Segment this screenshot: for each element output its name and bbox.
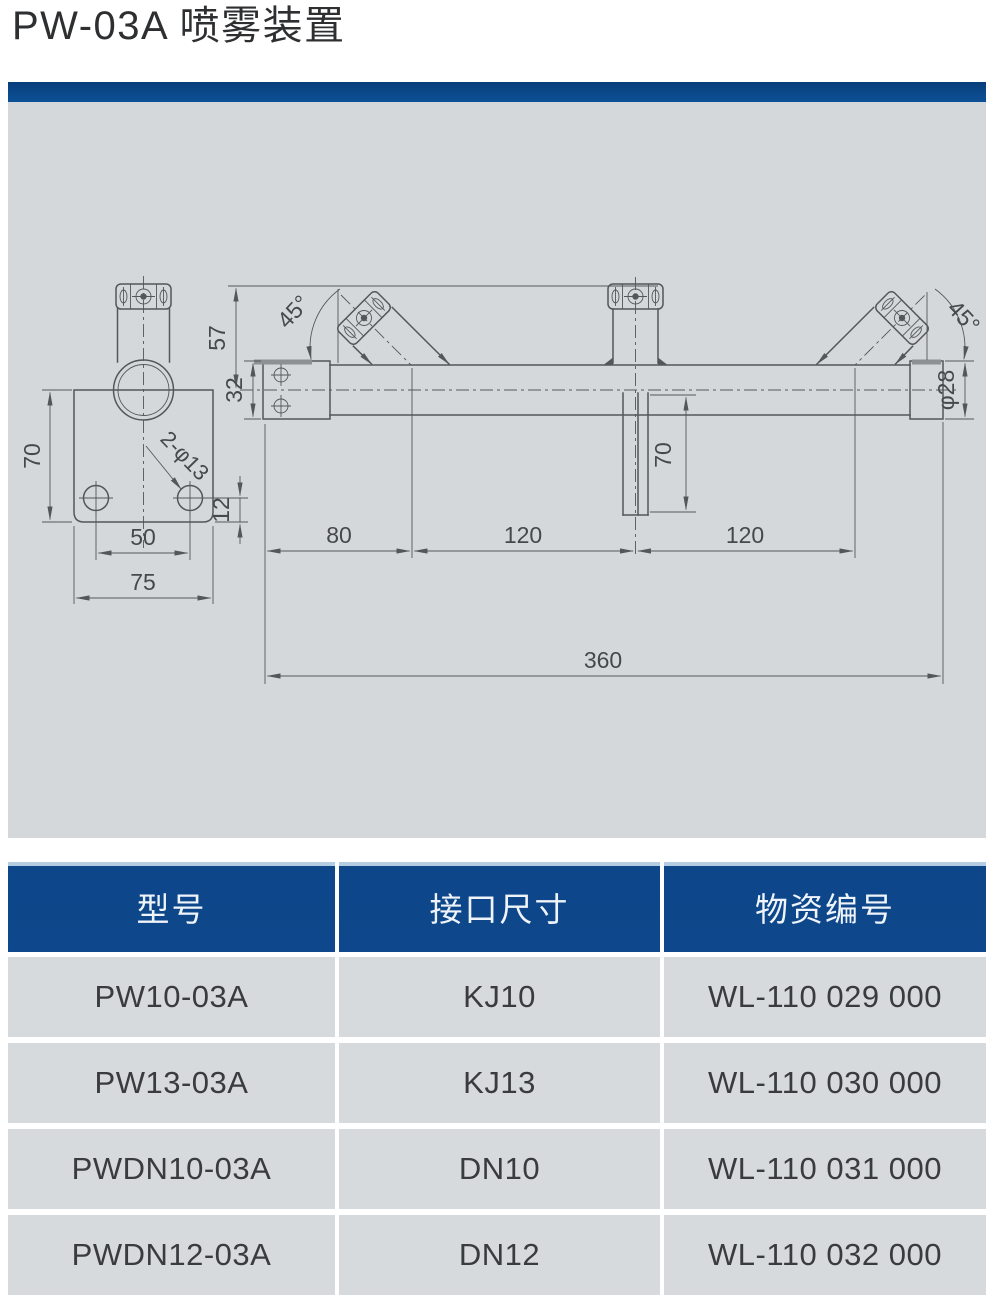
dim-span-total: 360 xyxy=(584,647,622,673)
table-row: PWDN10-03A DN10 WL-110 031 000 xyxy=(8,1129,986,1209)
drawing-panel: 2-φ13 70 50 75 12 xyxy=(8,102,986,838)
dim-angle-left: 45° xyxy=(272,290,315,333)
material-number-cell: WL-110 031 000 xyxy=(664,1129,986,1209)
nozzle-holder-right: 45° xyxy=(815,288,985,366)
bottom-dimensions: 80 120 120 360 xyxy=(264,368,944,684)
dim-drop-length: 70 xyxy=(650,442,676,468)
interface-cell: KJ13 xyxy=(339,1043,660,1123)
table-row: PW10-03A KJ10 WL-110 029 000 xyxy=(8,957,986,1037)
dim-hole-pitch: 50 xyxy=(130,524,156,550)
dim-end-width: 32 xyxy=(221,377,247,403)
dim-bracket-height: 57 xyxy=(204,325,230,351)
side-view: 57 32 xyxy=(204,277,985,684)
nozzle-holder-left: 45° xyxy=(272,288,451,366)
material-number-cell: WL-110 029 000 xyxy=(664,957,986,1037)
technical-drawing: 2-φ13 70 50 75 12 xyxy=(19,276,985,684)
model-cell: PW13-03A xyxy=(8,1043,335,1123)
interface-cell: KJ10 xyxy=(339,957,660,1037)
interface-cell: DN10 xyxy=(339,1129,660,1209)
table-header-row: 型号 接口尺寸 物资编号 xyxy=(8,862,986,952)
model-cell: PWDN10-03A xyxy=(8,1129,335,1209)
material-number-cell: WL-110 032 000 xyxy=(664,1215,986,1295)
accent-bar xyxy=(8,82,986,102)
dim-pipe-dia: φ28 xyxy=(933,370,959,411)
dim-span-b: 120 xyxy=(504,522,542,548)
model-cell: PW10-03A xyxy=(8,957,335,1037)
dim-plate-height: 70 xyxy=(19,443,45,469)
table-row: PWDN12-03A DN12 WL-110 032 000 xyxy=(8,1215,986,1295)
header-model: 型号 xyxy=(8,862,335,952)
dim-span-c: 120 xyxy=(726,522,764,548)
model-cell: PWDN12-03A xyxy=(8,1215,335,1295)
dim-span-a: 80 xyxy=(326,522,352,548)
interface-cell: DN12 xyxy=(339,1215,660,1295)
dim-edge-offset: 12 xyxy=(208,497,234,523)
dim-plate-width: 75 xyxy=(130,569,156,595)
material-number-cell: WL-110 030 000 xyxy=(664,1043,986,1123)
header-interface-size: 接口尺寸 xyxy=(339,862,660,952)
page-title: PW-03A 喷雾装置 xyxy=(12,4,346,48)
table-row: PW13-03A KJ13 WL-110 030 000 xyxy=(8,1043,986,1123)
end-view: 2-φ13 70 50 75 12 xyxy=(19,276,248,604)
spec-table: 型号 接口尺寸 物资编号 PW10-03A KJ10 WL-110 029 00… xyxy=(8,862,986,1295)
header-material-number: 物资编号 xyxy=(664,862,986,952)
dim-holes-note: 2-φ13 xyxy=(156,426,214,485)
